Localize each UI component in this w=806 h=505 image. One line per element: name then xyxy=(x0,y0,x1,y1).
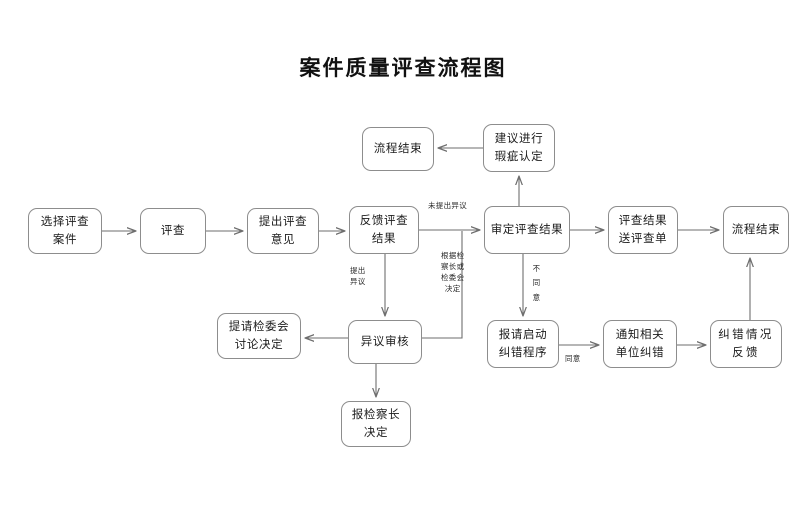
node-correction-feedback[interactable]: 纠错情况 反馈 xyxy=(710,320,782,368)
node-report-chief[interactable]: 报检察长 决定 xyxy=(341,401,411,447)
node-approve-result[interactable]: 审定评查结果 xyxy=(484,206,570,254)
node-end-top[interactable]: 流程结束 xyxy=(362,127,434,171)
node-label: 建议进行 瑕疵认定 xyxy=(494,131,544,163)
page-title: 案件质量评查流程图 xyxy=(299,56,507,80)
node-label: 通知相关 单位纠错 xyxy=(615,327,665,359)
node-label: 评查结果 送评查单 xyxy=(618,213,668,245)
edge-label-raise-objection: 提出 异议 xyxy=(350,266,366,286)
node-end-right[interactable]: 流程结束 xyxy=(723,206,789,254)
node-label: 选择评查 案件 xyxy=(40,214,90,246)
node-submit-opinion[interactable]: 提出评查 意见 xyxy=(247,208,319,254)
node-start-correction[interactable]: 报请启动 纠错程序 xyxy=(487,320,559,368)
node-feedback-result[interactable]: 反馈评查 结果 xyxy=(349,206,419,254)
node-select-case[interactable]: 选择评查 案件 xyxy=(28,208,102,254)
node-label: 审定评查结果 xyxy=(490,222,564,237)
edge-label-agree: 同意 xyxy=(565,354,581,363)
node-label: 异议审核 xyxy=(360,334,410,349)
edge-label-no-objection: 未提出异议 xyxy=(428,201,467,210)
node-label: 评查 xyxy=(160,223,186,238)
node-label: 提请检委会 讨论决定 xyxy=(228,319,290,351)
node-notify-unit[interactable]: 通知相关 单位纠错 xyxy=(603,320,677,368)
node-send-review-sheet[interactable]: 评查结果 送评查单 xyxy=(608,206,678,254)
node-committee-discussion[interactable]: 提请检委会 讨论决定 xyxy=(217,313,301,359)
node-objection-review[interactable]: 异议审核 xyxy=(348,320,422,364)
node-label: 纠错情况 反馈 xyxy=(718,327,774,359)
node-label: 报请启动 纠错程序 xyxy=(498,327,548,359)
edge-label-per-decision: 根据检 察长或 检委会 决定 xyxy=(441,251,465,293)
node-label: 流程结束 xyxy=(731,222,781,237)
node-suggest-defect[interactable]: 建议进行 瑕疵认定 xyxy=(483,124,555,172)
node-label: 反馈评查 结果 xyxy=(359,213,409,245)
node-label: 提出评查 意见 xyxy=(258,214,308,246)
node-label: 报检察长 决定 xyxy=(351,407,401,439)
edge-label-disagree: 不 同 意 xyxy=(532,264,541,302)
node-label: 流程结束 xyxy=(373,141,423,156)
node-review[interactable]: 评查 xyxy=(140,208,206,254)
